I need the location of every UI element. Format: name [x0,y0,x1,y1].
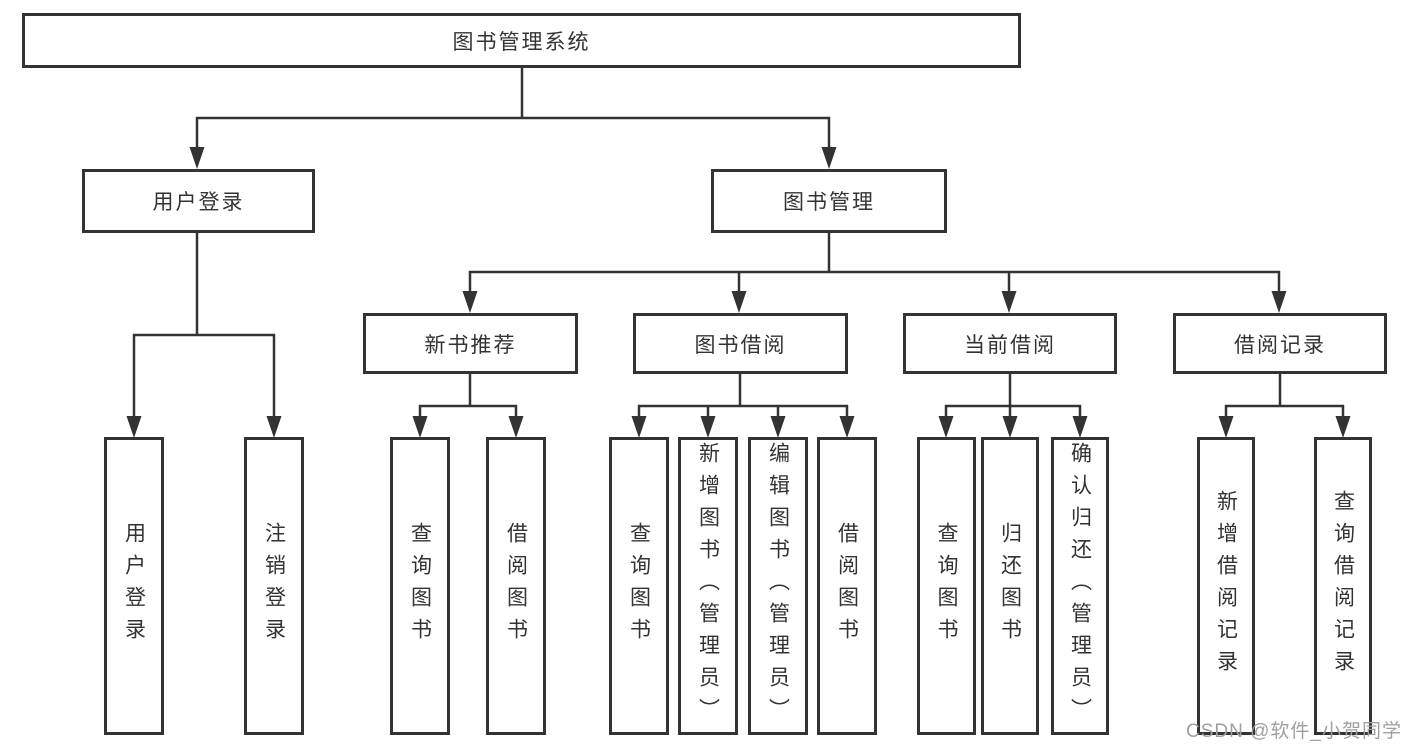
leaf-current-confirm-return: 确认归还（管理员） [1051,437,1109,735]
arrowhead-icon [1072,416,1088,438]
arrowhead-icon [126,416,142,438]
arrowhead-icon [1335,416,1351,438]
connector-book-mgmt-to-level2 [462,232,1287,313]
leaf-borrow-query-label: 查询图书 [627,522,651,650]
leaf-records-query: 查询借阅记录 [1314,437,1372,735]
arrowhead-icon [938,416,954,438]
leaf-borrow-edit-label: 编辑图书（管理员） [766,442,790,730]
arrowhead-icon [1001,291,1017,313]
leaf-user-login: 用户登录 [104,437,164,735]
leaf-user-login-label: 用户登录 [122,522,146,650]
connector-borrow-records-group [1218,374,1351,438]
leaf-logout-label: 注销登录 [262,522,286,650]
leaf-logout: 注销登录 [244,437,304,735]
leaf-borrow-add-label: 新增图书（管理员） [696,442,720,730]
node-current-borrow: 当前借阅 [903,313,1117,374]
leaf-newbooks-borrow-label: 借阅图书 [504,522,528,650]
leaf-current-return: 归还图书 [981,437,1039,735]
arrowhead-icon [1002,416,1018,438]
leaf-borrow-book-label: 借阅图书 [835,522,859,650]
node-book-mgmt: 图书管理 [711,169,947,233]
leaf-borrow-query: 查询图书 [609,437,669,735]
leaf-current-query: 查询图书 [917,437,976,735]
arrowhead-icon [462,291,478,313]
leaf-current-query-label: 查询图书 [935,522,958,650]
leaf-records-add-label: 新增借阅记录 [1214,490,1238,682]
connector-book-borrow-group [631,373,855,438]
arrowhead-icon [189,147,205,169]
connector-current-borrow-group [938,374,1088,438]
connector-root-to-level1 [189,67,837,169]
leaf-records-add: 新增借阅记录 [1197,437,1255,735]
arrowhead-icon [821,147,837,169]
node-book-mgmt-label: 图书管理 [783,191,875,214]
arrowhead-icon [770,416,786,438]
leaf-borrow-book: 借阅图书 [817,437,877,735]
arrowhead-icon [508,416,524,438]
leaf-current-return-label: 归还图书 [998,522,1022,650]
arrowhead-icon [631,416,647,438]
node-current-borrow-label: 当前借阅 [964,333,1056,357]
leaf-borrow-add: 新增图书（管理员） [678,437,738,735]
arrowhead-icon [731,291,747,313]
node-book-borrow-label: 图书借阅 [694,333,787,357]
connector-new-books-group [412,373,524,438]
node-new-books-label: 新书推荐 [424,333,517,357]
node-user-login-label: 用户登录 [152,191,245,214]
node-root: 图书管理系统 [22,13,1021,68]
node-new-books: 新书推荐 [363,313,578,374]
leaf-newbooks-borrow: 借阅图书 [486,437,546,735]
node-root-label: 图书管理系统 [452,30,591,54]
arrowhead-icon [266,416,282,438]
arrowhead-icon [1271,291,1287,313]
watermark-text: CSDN @软件_小贺同学 [1186,721,1402,742]
node-book-borrow: 图书借阅 [633,313,848,374]
connector-user-login-group [126,232,282,438]
arrowhead-icon [412,416,428,438]
node-borrow-records-label: 借阅记录 [1234,333,1326,357]
leaf-newbooks-query: 查询图书 [390,437,450,735]
leaf-current-confirm-return-label: 确认归还（管理员） [1068,442,1092,730]
node-user-login: 用户登录 [82,169,315,233]
arrowhead-icon [1218,416,1234,438]
leaf-records-query-label: 查询借阅记录 [1331,490,1355,682]
leaf-newbooks-query-label: 查询图书 [408,522,432,650]
arrowhead-icon [839,416,855,438]
arrowhead-icon [700,416,716,438]
node-borrow-records: 借阅记录 [1173,313,1387,374]
leaf-borrow-edit: 编辑图书（管理员） [748,437,808,735]
